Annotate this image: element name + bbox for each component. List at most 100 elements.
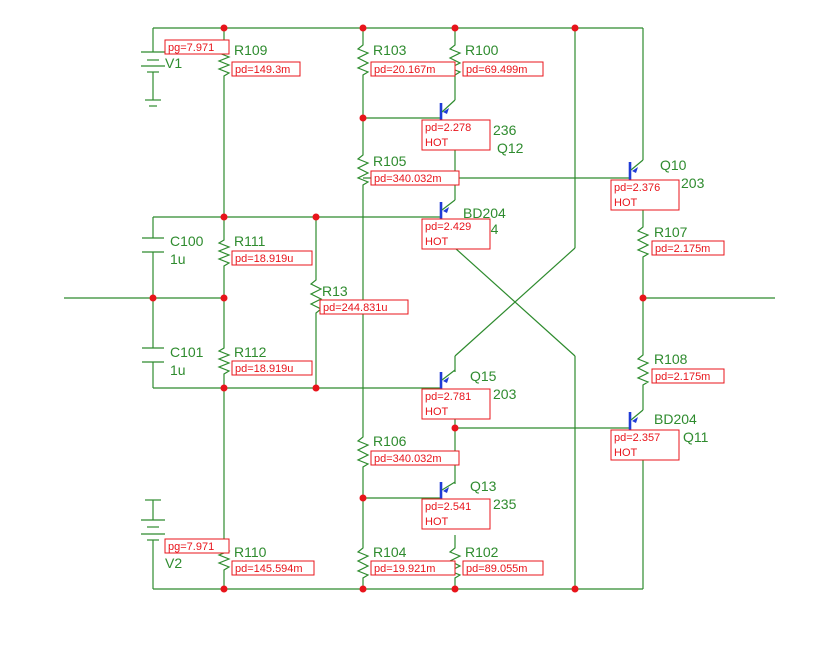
label-r104: R104 (373, 544, 407, 560)
svg-text:pd=2.541: pd=2.541 (425, 501, 471, 513)
resistor-r105 (356, 150, 370, 188)
label-q12: Q12 (497, 140, 524, 156)
node-dot (359, 585, 367, 593)
node-dot (220, 294, 228, 302)
node-dot (220, 384, 228, 392)
capacitor-c100 (142, 237, 164, 253)
svg-text:HOT: HOT (425, 236, 449, 248)
svg-text:pd=2.357: pd=2.357 (614, 432, 660, 444)
node-dot (571, 585, 579, 593)
label-r108: R108 (654, 351, 688, 367)
svg-text:HOT: HOT (425, 516, 449, 528)
node-dot (359, 114, 367, 122)
voltage-source-v2 (141, 499, 165, 541)
readout-r108-pd: pd=2.175m (651, 368, 725, 384)
node-dot (220, 24, 228, 32)
svg-text:pd=69.499m: pd=69.499m (466, 64, 527, 76)
svg-text:pg=7.971: pg=7.971 (168, 42, 214, 54)
label-q11: Q11 (683, 429, 709, 445)
label-q10: Q10 (660, 157, 687, 173)
resistor-r104 (356, 543, 370, 580)
readout-r13-pd: pd=244.831u (319, 299, 409, 315)
svg-text:pd=2.175m: pd=2.175m (655, 371, 710, 383)
label-r103: R103 (373, 42, 407, 58)
readout-tags: pg=7.971 pg=7.971 pd=149.3m pd=145.594m … (164, 39, 725, 576)
svg-text:pd=19.921m: pd=19.921m (374, 563, 435, 575)
svg-text:pd=244.831u: pd=244.831u (323, 302, 388, 314)
svg-text:HOT: HOT (614, 447, 638, 459)
readout-r103-pd: pd=20.167m (370, 61, 456, 77)
svg-text:pd=2.429: pd=2.429 (425, 221, 471, 233)
label-c101-value: 1u (170, 362, 186, 378)
label-q10-num: 203 (681, 175, 705, 191)
label-c100: C100 (170, 233, 204, 249)
label-r105: R105 (373, 153, 407, 169)
label-r13: R13 (322, 283, 348, 299)
svg-text:pd=2.278: pd=2.278 (425, 122, 471, 134)
label-r110: R110 (234, 544, 267, 560)
label-q15: Q15 (470, 368, 497, 384)
readout-q11: pd=2.357 HOT (610, 429, 680, 461)
resistor-r106 (356, 432, 370, 470)
node-dot (359, 24, 367, 32)
label-v1: V1 (165, 55, 182, 71)
label-r111: R111 (234, 233, 266, 249)
label-r100: R100 (465, 42, 499, 58)
node-dot (451, 24, 459, 32)
svg-text:HOT: HOT (614, 197, 638, 209)
readout-r107-pd: pd=2.175m (651, 240, 725, 256)
readout-q14: pd=2.429 HOT (421, 218, 491, 250)
node-dot (639, 294, 647, 302)
label-c101: C101 (170, 344, 204, 360)
resistor-r103 (356, 40, 370, 78)
svg-text:HOT: HOT (425, 137, 449, 149)
readout-q12: pd=2.278 HOT (421, 119, 491, 151)
label-c100-value: 1u (170, 251, 186, 267)
wires (64, 27, 775, 590)
resistor-r111 (217, 236, 231, 268)
readout-r112-pd: pd=18.919u (231, 360, 313, 376)
node-dot (571, 24, 579, 32)
node-dot (451, 585, 459, 593)
resistor-r112 (217, 344, 231, 378)
label-r112: R112 (234, 344, 267, 360)
junction-dots (149, 24, 647, 593)
readout-q10: pd=2.376 HOT (610, 179, 680, 211)
svg-text:pd=2.376: pd=2.376 (614, 182, 660, 194)
readout-r110-pd: pd=145.594m (231, 560, 315, 576)
svg-text:pd=89.055m: pd=89.055m (466, 563, 527, 575)
label-r107: R107 (654, 224, 688, 240)
label-r106: R106 (373, 433, 407, 449)
svg-text:pg=7.971: pg=7.971 (168, 541, 214, 553)
label-r102: R102 (465, 544, 499, 560)
label-q12-num: 236 (493, 122, 517, 138)
readout-r104-pd: pd=19.921m (370, 560, 456, 576)
svg-text:pd=149.3m: pd=149.3m (235, 64, 290, 76)
label-q13: Q13 (470, 478, 497, 494)
svg-text:pd=2.175m: pd=2.175m (655, 243, 710, 255)
svg-text:pd=20.167m: pd=20.167m (374, 64, 435, 76)
node-dot (220, 585, 228, 593)
resistor-r107 (636, 222, 650, 260)
node-dot (359, 494, 367, 502)
node-dot (220, 213, 228, 221)
node-dot (149, 294, 157, 302)
readout-r109-pd: pd=149.3m (231, 61, 301, 77)
node-dot (312, 384, 320, 392)
label-q13-num: 235 (493, 496, 517, 512)
svg-text:pd=340.032m: pd=340.032m (374, 453, 442, 465)
readout-q15: pd=2.781 HOT (421, 388, 491, 420)
readout-r106-pd: pd=340.032m (370, 450, 460, 466)
label-q11-part: BD204 (654, 411, 697, 427)
readout-r100-pd: pd=69.499m (462, 61, 544, 77)
svg-text:pd=340.032m: pd=340.032m (374, 173, 442, 185)
svg-text:pd=145.594m: pd=145.594m (235, 563, 303, 575)
label-r109: R109 (234, 42, 268, 58)
component-labels: V1 V2 R109 R110 R111 R112 R13 R103 R104 … (165, 42, 709, 571)
svg-text:pd=18.919u: pd=18.919u (235, 363, 293, 375)
readout-r111-pd: pd=18.919u (231, 250, 313, 266)
node-dot (312, 213, 320, 221)
readout-q13: pd=2.541 HOT (421, 498, 491, 530)
voltage-source-v1 (141, 51, 165, 107)
